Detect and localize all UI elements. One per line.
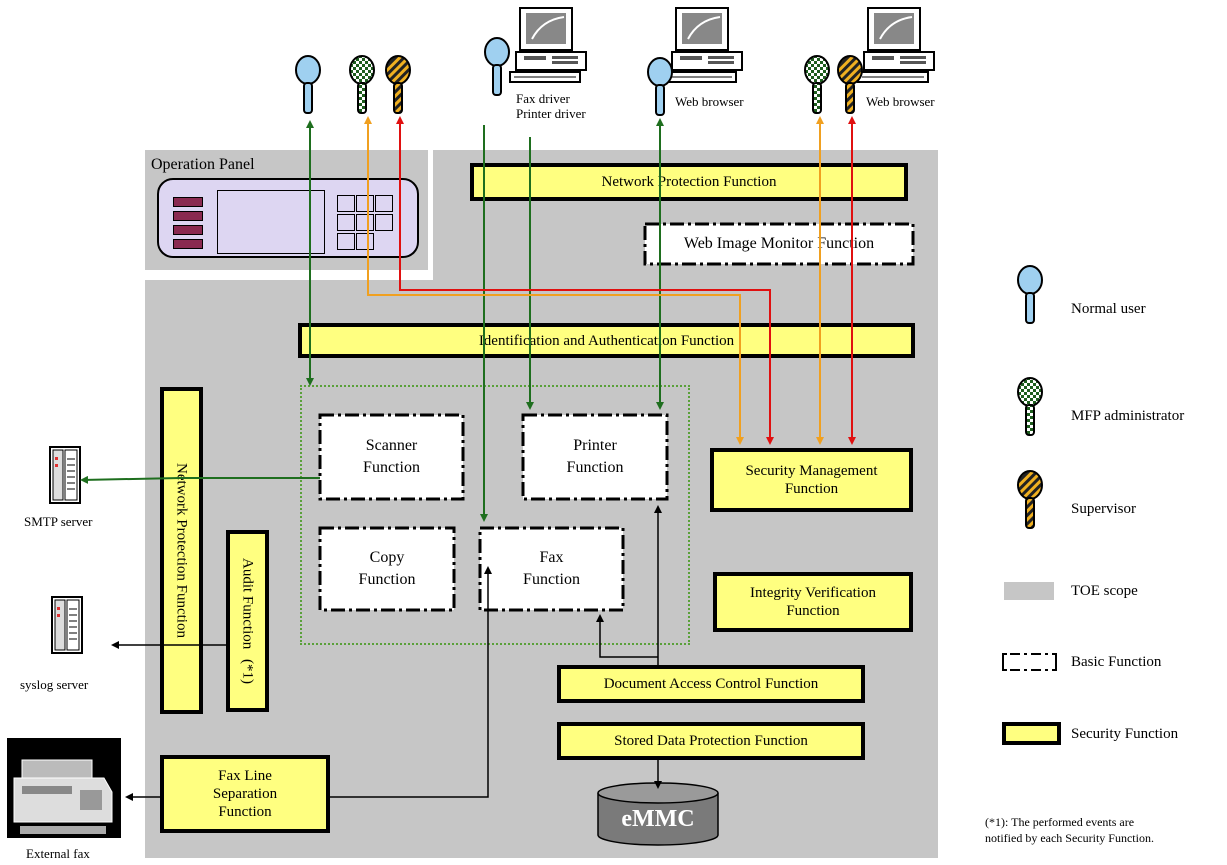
legend-normal-user-label: Normal user <box>1071 301 1146 317</box>
copy-border <box>318 526 456 612</box>
legend-security-function-swatch <box>1002 722 1061 745</box>
pc-icon <box>509 7 587 83</box>
printer-label-2: Function <box>566 459 624 476</box>
document-access-control-label: Document Access Control Function <box>603 676 819 692</box>
mfp-admin-key-icon <box>804 55 830 114</box>
fax-line-separation-label-3: Function <box>218 804 272 820</box>
panel-button-3[interactable] <box>173 225 203 235</box>
identification-authentication-function[interactable]: Identification and Authentication Functi… <box>298 323 915 358</box>
legend-supervisor-icon <box>1017 470 1043 529</box>
syslog-server-label: syslog server <box>20 677 89 692</box>
audit-function[interactable]: Audit Function (*1) <box>226 530 269 712</box>
legend-supervisor-label: Supervisor <box>1071 501 1136 517</box>
audit-function-footnote-ref: (*1) <box>239 659 256 685</box>
identification-authentication-label: Identification and Authentication Functi… <box>478 332 735 349</box>
scanner-label-1: Scanner <box>365 437 418 454</box>
panel-keypad[interactable] <box>337 195 393 251</box>
copy-label-1: Copy <box>369 549 405 566</box>
pc-icon <box>665 7 743 83</box>
scanner-function[interactable]: Scanner Function <box>320 415 463 499</box>
web-browser-label-2: Web browser <box>866 94 935 109</box>
integrity-verification-label-2: Function <box>786 603 840 619</box>
web-browser-label-1: Web browser <box>675 94 744 109</box>
printer-driver-label: Printer driver <box>516 106 586 121</box>
pc-icon <box>857 7 935 83</box>
stored-data-protection-function[interactable]: Stored Data Protection Function <box>557 722 865 760</box>
fax-label-1: Fax <box>539 549 564 566</box>
fax-label-2: Function <box>523 571 580 588</box>
network-protection-function-top[interactable]: Network Protection Function <box>470 163 908 201</box>
panel-screen[interactable] <box>217 190 325 254</box>
integrity-verification-function[interactable]: Integrity Verification Function <box>713 572 913 632</box>
normal-user-key-icon <box>295 55 321 114</box>
printer-border <box>521 413 669 501</box>
legend-toe-scope-label: TOE scope <box>1071 583 1138 599</box>
copy-label-2: Function <box>358 571 416 588</box>
legend-security-function-label: Security Function <box>1071 726 1179 742</box>
fax-machine-icon <box>7 738 121 838</box>
network-protection-function-side[interactable]: Network Protection Function <box>160 387 203 714</box>
emmc-label: eMMC <box>621 806 695 832</box>
panel-button-2[interactable] <box>173 211 203 221</box>
copy-function[interactable]: Copy Function <box>320 528 454 610</box>
scanner-label-2: Function <box>363 459 420 476</box>
footnote-line-1: (*1): The performed events are <box>985 815 1135 829</box>
emmc-storage <box>597 782 719 846</box>
network-protection-function-top-label: Network Protection Function <box>601 174 777 190</box>
operation-panel-label: Operation Panel <box>151 156 255 173</box>
integrity-verification-label-1: Integrity Verification <box>750 585 876 601</box>
arrow-fax-line-to-fax <box>330 566 492 798</box>
web-image-monitor-label: Web Image Monitor Function <box>683 235 875 252</box>
scanner-border <box>318 413 465 501</box>
operation-panel-device[interactable] <box>157 178 419 258</box>
supervisor-key-icon <box>837 55 863 114</box>
fax-function[interactable]: Fax Function <box>480 528 623 610</box>
fax-driver-label: Fax driver <box>516 91 570 106</box>
legend-toe-scope-swatch <box>1004 582 1054 600</box>
web-image-monitor-border <box>643 222 915 266</box>
fax-line-separation-function[interactable]: Fax Line Separation Function <box>160 755 330 833</box>
panel-button-1[interactable] <box>173 197 203 207</box>
arrow-doc-to-fax <box>596 614 658 658</box>
external-fax-label: External fax <box>26 846 90 861</box>
fax-border <box>478 526 625 612</box>
web-image-monitor-function[interactable]: Web Image Monitor Function <box>645 224 913 264</box>
document-access-control-function[interactable]: Document Access Control Function <box>557 665 865 703</box>
footnote-line-2: notified by each Security Function. <box>985 831 1154 845</box>
printer-function[interactable]: Printer Function <box>523 415 667 499</box>
legend-basic-function-label: Basic Function <box>1071 654 1162 670</box>
network-protection-function-side-label: Network Protection Function <box>173 463 190 638</box>
legend-mfp-admin-icon <box>1017 377 1043 436</box>
panel-button-4[interactable] <box>173 239 203 249</box>
fax-line-separation-label-2: Separation <box>212 786 278 802</box>
normal-user-key-icon <box>484 37 510 96</box>
mfp-admin-key-icon <box>349 55 375 114</box>
normal-user-key-icon <box>647 57 673 116</box>
security-management-label-1: Security Management <box>745 463 878 479</box>
stored-data-protection-label: Stored Data Protection Function <box>614 733 808 749</box>
syslog-server-icon <box>51 596 83 654</box>
supervisor-key-icon <box>385 55 411 114</box>
printer-label-1: Printer <box>573 437 617 454</box>
legend-normal-user-icon <box>1017 265 1043 324</box>
audit-function-label: Audit Function <box>239 557 256 650</box>
smtp-server-label: SMTP server <box>24 514 93 529</box>
security-management-function[interactable]: Security Management Function <box>710 448 913 512</box>
basic-function-group <box>300 385 690 645</box>
arrow-to-smtp <box>80 475 320 484</box>
security-management-label-2: Function <box>784 481 839 497</box>
fax-line-separation-label-1: Fax Line <box>218 768 272 784</box>
legend-mfp-admin-label: MFP administrator <box>1071 408 1185 424</box>
smtp-server-icon <box>49 446 81 504</box>
